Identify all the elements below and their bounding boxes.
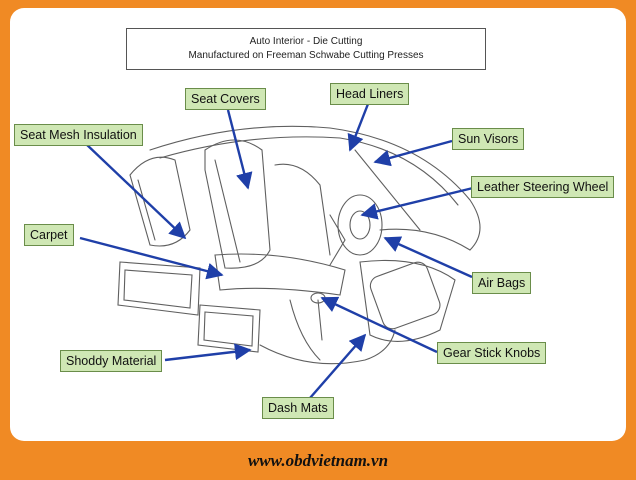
label-gear-stick-knobs: Gear Stick Knobs [437, 342, 547, 364]
arrow-air-bags [383, 236, 473, 279]
label-seat-mesh-insulation: Seat Mesh Insulation [14, 124, 143, 146]
label-carpet: Carpet [24, 224, 74, 246]
label-air-bags: Air Bags [472, 272, 532, 294]
arrow-dash-mats [309, 333, 367, 399]
arrow-gear-stick [320, 296, 438, 354]
arrow-head-liners [347, 103, 370, 152]
label-leather-steering-wheel: Leather Steering Wheel [471, 176, 615, 198]
arrow-seat-mesh [84, 142, 187, 240]
label-head-liners: Head Liners [330, 83, 410, 105]
label-dash-mats: Dash Mats [262, 397, 334, 419]
arrow-carpet [79, 236, 224, 280]
title-line-1: Auto Interior - Die Cutting [249, 36, 363, 47]
label-sun-visors: Sun Visors [452, 128, 525, 150]
title-line-2: Manufactured on Freeman Schwabe Cutting … [188, 50, 424, 61]
arrow-steering-wheel [360, 186, 474, 220]
diagram-title-box: Auto Interior - Die Cutting Manufactured… [126, 28, 486, 70]
arrow-seat-covers [226, 109, 253, 190]
arrow-sun-visors [373, 139, 453, 167]
footer-url: www.obdvietnam.vn [247, 450, 389, 470]
arrow-shoddy [164, 343, 252, 362]
label-seat-covers: Seat Covers [185, 88, 266, 110]
label-shoddy-material: Shoddy Material [60, 350, 163, 372]
